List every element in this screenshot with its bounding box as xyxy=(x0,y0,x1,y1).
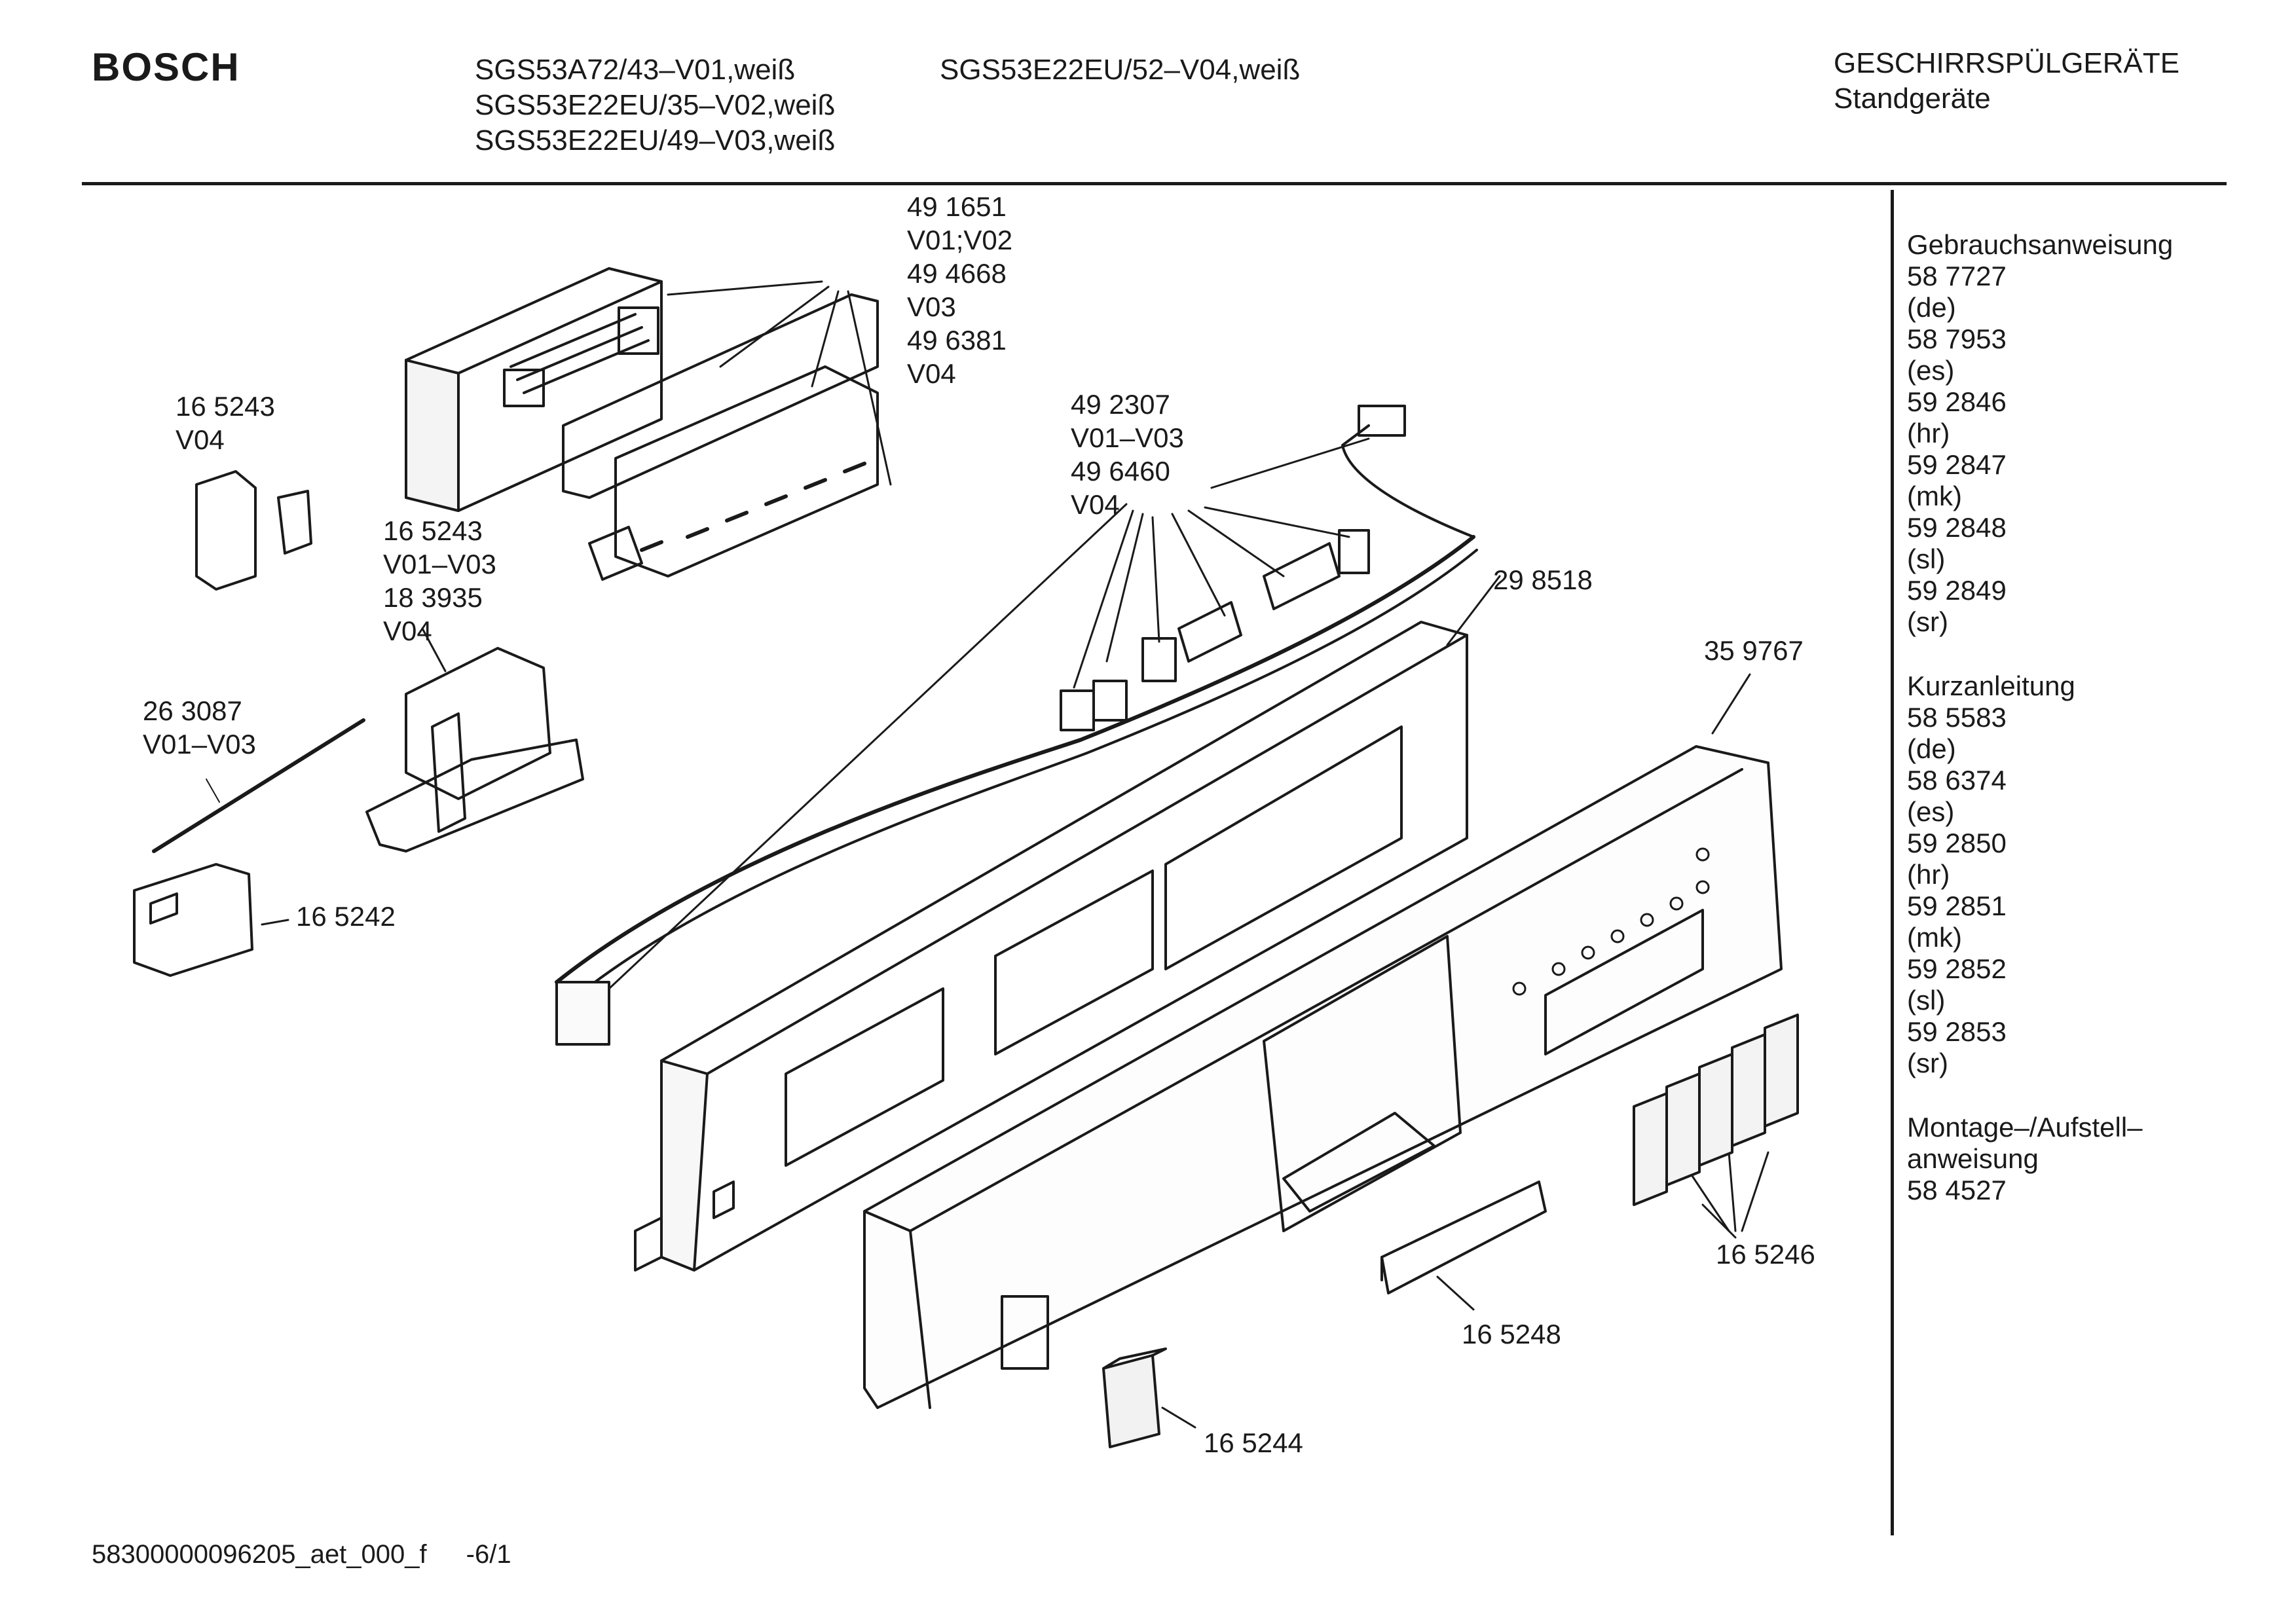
doc-language: (sl) xyxy=(1907,985,1946,1016)
doc-language: (es) xyxy=(1907,796,1955,827)
callout-wiring-harness: 49 2307 V01–V03 49 6460 V04 xyxy=(1071,388,1184,521)
part-version: V01–V03 xyxy=(143,729,256,760)
part-number: 26 3087 xyxy=(143,695,242,726)
documentation-list: Gebrauchsanweisung 58 7727 (de) 58 7953 … xyxy=(1907,229,2173,1206)
install-heading-cont: anweisung xyxy=(1907,1143,2039,1174)
doc-language: (mk) xyxy=(1907,922,1962,953)
wiring-harness xyxy=(555,405,1478,1046)
doc-language: (de) xyxy=(1907,733,1956,764)
doc-language: (sr) xyxy=(1907,1048,1948,1078)
model-entry: SGS53E22EU/35–V02,weiß xyxy=(475,89,836,121)
callout-165243-a: 16 5243 V04 xyxy=(176,390,275,456)
switch-housing-183935 xyxy=(365,647,584,852)
doc-number: 59 2846 xyxy=(1907,386,2007,417)
appliance-category: GESCHIRRSPÜLGERÄTE Standgeräte xyxy=(1834,46,2179,117)
doc-number: 59 2853 xyxy=(1907,1016,2007,1047)
rotary-knob xyxy=(1102,1347,1167,1448)
rod-263087 xyxy=(152,718,365,853)
doc-number: 59 2852 xyxy=(1907,953,2007,984)
trim-strip xyxy=(1380,1181,1547,1294)
bracket-165243-a xyxy=(195,470,312,591)
page-number: -6/1 xyxy=(466,1540,511,1569)
doc-language: (sr) xyxy=(1907,606,1948,637)
category-subtitle: Standgeräte xyxy=(1834,82,1991,115)
doc-language: (sl) xyxy=(1907,543,1946,574)
part-number: 16 5243 xyxy=(176,391,275,422)
doc-number: 59 2850 xyxy=(1907,828,2007,858)
doc-number: 59 2848 xyxy=(1907,512,2007,543)
door-switch-165242 xyxy=(133,863,253,977)
part-version: V01;V02 xyxy=(907,225,1013,255)
callout-263087: 26 3087 V01–V03 xyxy=(143,694,256,761)
doc-number: 58 4527 xyxy=(1907,1175,2007,1205)
part-version: V04 xyxy=(176,424,225,455)
indicator-holes xyxy=(1512,847,1710,996)
part-number: 49 1651 xyxy=(907,191,1007,222)
document-footer: 58300000096205_aet_000_f -6/1 xyxy=(92,1540,511,1569)
part-version: V01–V03 xyxy=(383,549,496,579)
part-number: 49 6381 xyxy=(907,325,1007,356)
part-version: V04 xyxy=(383,615,432,646)
category-title: GESCHIRRSPÜLGERÄTE xyxy=(1834,47,2180,79)
callout-298518: 29 8518 xyxy=(1493,564,1593,595)
doc-number: 59 2851 xyxy=(1907,890,2007,921)
model-entry: SGS53E22EU/49–V03,weiß xyxy=(475,124,836,156)
model-entry: SGS53A72/43–V01,weiß xyxy=(475,54,796,86)
doc-number: 58 6374 xyxy=(1907,765,2007,796)
part-version: V04 xyxy=(1071,489,1120,520)
callout-165246: 16 5246 xyxy=(1716,1239,1815,1270)
manual-heading: Gebrauchsanweisung xyxy=(1907,229,2174,260)
push-buttons xyxy=(1633,1014,1799,1206)
control-module xyxy=(405,267,879,581)
callout-165242: 16 5242 xyxy=(296,901,396,932)
part-version: V01–V03 xyxy=(1071,422,1184,453)
doc-number: 58 5583 xyxy=(1907,702,2007,733)
brand-logo: BOSCH xyxy=(92,45,240,89)
doc-language: (mk) xyxy=(1907,481,1962,511)
doc-language: (hr) xyxy=(1907,859,1950,890)
install-heading: Montage–/Aufstell– xyxy=(1907,1112,2143,1143)
callout-165244: 16 5244 xyxy=(1204,1427,1303,1458)
part-number: 16 5243 xyxy=(383,515,483,546)
doc-language: (de) xyxy=(1907,292,1956,323)
part-number: 18 3935 xyxy=(383,582,483,613)
doc-language: (es) xyxy=(1907,355,1955,386)
front-panel xyxy=(863,745,1783,1409)
control-panel-frame xyxy=(634,621,1468,1272)
doc-language: (hr) xyxy=(1907,418,1950,449)
callout-359767: 35 9767 xyxy=(1704,635,1804,666)
part-number: 49 6460 xyxy=(1071,456,1170,486)
doc-number: 58 7727 xyxy=(1907,261,2007,291)
part-version: V03 xyxy=(907,291,956,322)
doc-number: 58 7953 xyxy=(1907,323,2007,354)
callout-165243-b: 16 5243 V01–V03 18 3935 V04 xyxy=(383,514,496,648)
harness-connectors xyxy=(1060,529,1370,731)
part-number: 49 2307 xyxy=(1071,389,1170,420)
sidebar-divider xyxy=(1891,190,1894,1535)
model-entry: SGS53E22EU/52–V04,weiß xyxy=(940,54,1301,86)
quick-guide-heading: Kurzanleitung xyxy=(1907,670,2075,701)
callout-control-module: 49 1651 V01;V02 49 4668 V03 49 6381 V04 xyxy=(907,190,1012,390)
doc-number: 59 2849 xyxy=(1907,575,2007,606)
doc-number: 59 2847 xyxy=(1907,449,2007,480)
model-list-secondary: SGS53E22EU/52–V04,weiß xyxy=(940,52,1300,88)
header-divider xyxy=(82,182,2227,185)
document-code: 58300000096205_aet_000_f xyxy=(92,1540,427,1569)
part-number: 49 4668 xyxy=(907,258,1007,289)
callout-165248: 16 5248 xyxy=(1462,1319,1561,1349)
part-version: V04 xyxy=(907,358,956,389)
model-list-primary: SGS53A72/43–V01,weiß SGS53E22EU/35–V02,w… xyxy=(475,52,835,158)
